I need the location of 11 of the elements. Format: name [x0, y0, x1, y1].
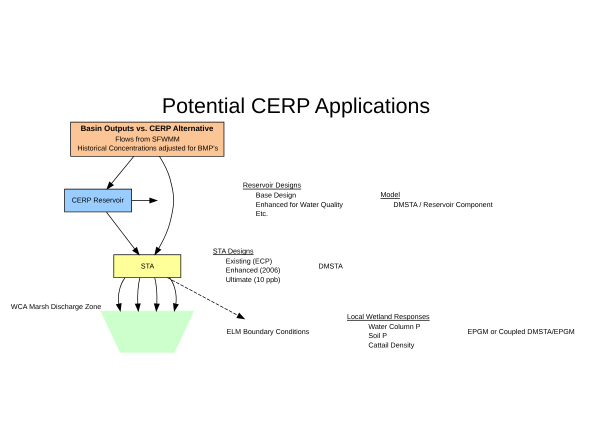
- arrow: [116, 276, 126, 312]
- node-box: [100, 310, 194, 352]
- arrow: [154, 276, 160, 312]
- arrow: [154, 156, 174, 255]
- arrow: [134, 276, 141, 312]
- arrow: [131, 197, 158, 204]
- arrow: [106, 211, 140, 256]
- arrow: [106, 156, 134, 190]
- arrow: [169, 276, 179, 312]
- arrow: [167, 276, 246, 319]
- diagram-title: Potential CERP Applications: [162, 93, 430, 118]
